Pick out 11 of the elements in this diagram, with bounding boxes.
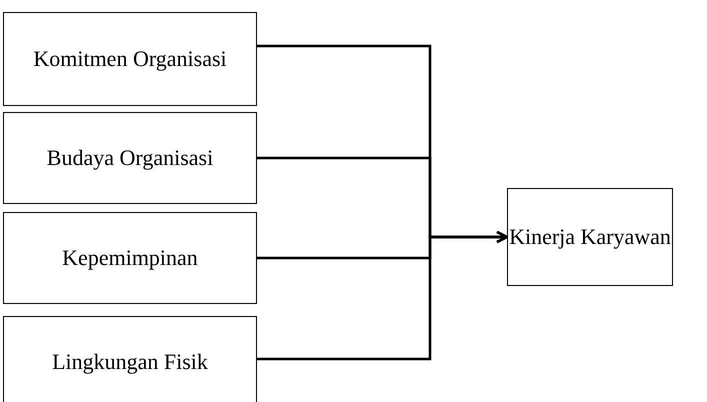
connector-arrow [257,230,508,360]
node-label: Lingkungan Fisik [52,348,208,376]
node-label: Kinerja Karyawan [509,223,671,251]
process-box [3,12,257,106]
process-box [3,212,257,304]
process-box [3,316,257,402]
process-box [507,188,673,286]
node-label: Kepemimpinan [62,244,198,272]
node-label: Budaya Organisasi [46,144,214,172]
node-label: Komitmen Organisasi [33,45,227,73]
process-box [3,112,257,204]
